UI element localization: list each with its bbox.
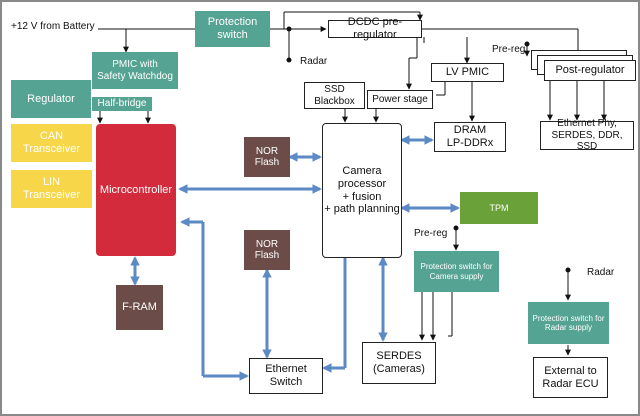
camera-processor-block: Camera processor + fusion + path plannin… (322, 123, 402, 258)
prereg-mid-label: Pre-reg (414, 228, 448, 239)
external-radar-ecu-block: External to Radar ECU (533, 357, 608, 398)
protection-switch-block: Protection switch (195, 11, 270, 47)
ethernet-switch-block: Ethernet Switch (249, 358, 323, 394)
ssd-blackbox-block: SSD Blackbox (304, 82, 365, 109)
power-lines (97, 11, 607, 356)
junction-dot (286, 26, 292, 32)
ethernet-phy-block: Ethernet Phy, SERDES, DDR, SSD (540, 118, 634, 152)
battery-label: +12 V from Battery (11, 21, 95, 32)
lin-transceiver-block: LIN Transceiver (11, 170, 92, 208)
pmic-watchdog-block: PMIC with Safety Watchdog (92, 52, 178, 89)
junction-dot (524, 41, 530, 47)
radar-top-label: Radar (300, 56, 328, 67)
half-bridge-block: Half-bridge (92, 97, 152, 111)
data-links (130, 135, 460, 381)
junction-dot (286, 57, 292, 63)
nor-flash-2-block: NOR Flash (244, 230, 290, 270)
dcdc-preregulator-block: DCDC pre-regulator (328, 16, 422, 41)
can-transceiver-block: CAN Transceiver (11, 124, 92, 162)
microcontroller-block: Microcontroller (96, 124, 176, 256)
prereg-top-label: Pre-reg (492, 44, 526, 55)
power-stage-block: Power stage (367, 90, 433, 109)
fram-block: F-RAM (116, 285, 163, 330)
serdes-block: SERDES (Cameras) (362, 342, 436, 384)
junction-dot (565, 267, 571, 273)
regulator-block: Regulator (11, 80, 91, 118)
camera-protection-switch-block: Protection switch for Camera supply (414, 251, 499, 292)
dram-block: DRAM LP-DDRx (434, 122, 506, 152)
radar-right-label: Radar (587, 267, 615, 278)
tpm-block: TPM (460, 192, 538, 224)
post-regulator-block: Post-regulator (544, 60, 636, 81)
junction-dot (453, 225, 459, 231)
nor-flash-1-block: NOR Flash (244, 137, 290, 177)
lv-pmic-block: LV PMIC (431, 63, 504, 82)
junction-dots (286, 26, 571, 273)
radar-protection-switch-block: Protection switch for Radar supply (528, 302, 609, 344)
